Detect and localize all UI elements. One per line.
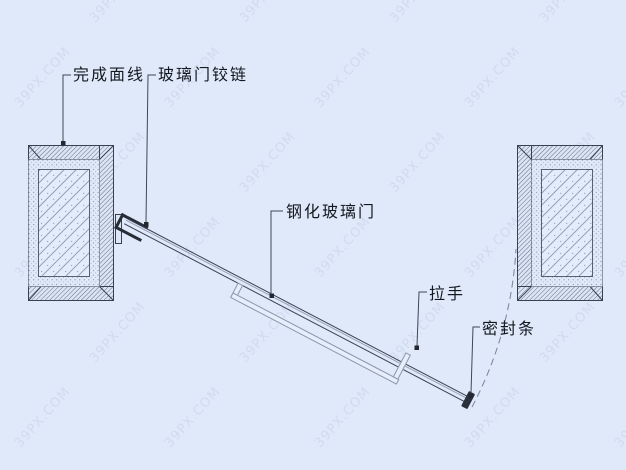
left-wall-section	[28, 145, 114, 301]
wall-core	[541, 169, 593, 277]
label-glass-door: 钢化玻璃门	[286, 202, 377, 221]
wall-core	[38, 169, 90, 277]
leader-handle	[416, 291, 427, 347]
hinge-plate	[115, 214, 122, 244]
label-finish-line: 完成面线	[73, 65, 146, 84]
label-seal: 密封条	[482, 319, 537, 338]
leader-finish-line	[62, 74, 71, 143]
leader-glass-door	[270, 210, 283, 294]
leader-dots	[61, 141, 473, 398]
door-swing-arc	[471, 248, 517, 408]
leader-hinge	[145, 74, 156, 224]
label-hinge: 玻璃门铰链	[158, 65, 249, 84]
label-handle: 拉手	[429, 284, 466, 303]
right-wall-section	[517, 145, 603, 301]
wall-frame-band	[517, 145, 603, 301]
leader-seal	[470, 326, 480, 394]
